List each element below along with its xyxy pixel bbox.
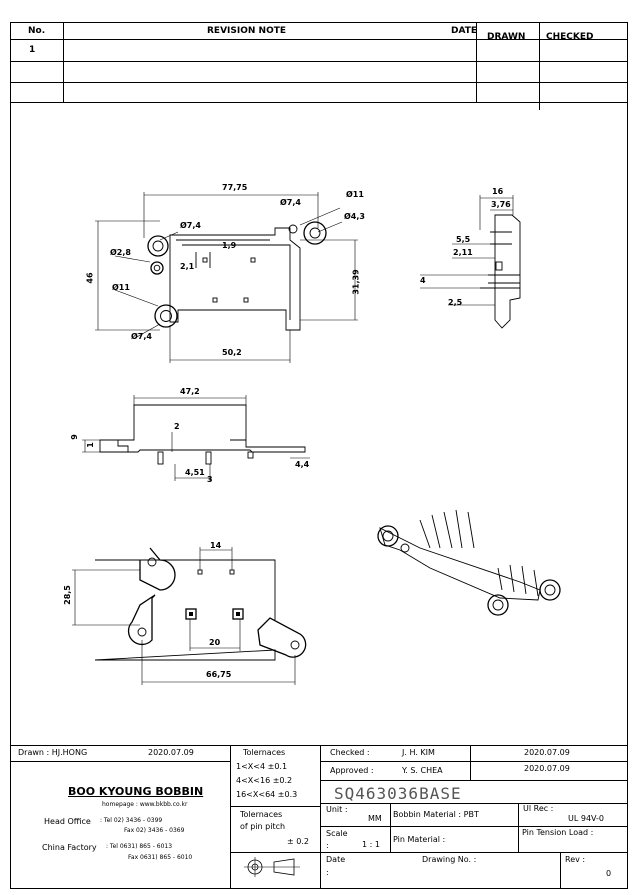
- drawn-date: 2020.07.09: [148, 748, 194, 757]
- date-colon: :: [326, 868, 329, 877]
- dim-top-bottom: 50,2: [222, 348, 242, 357]
- tolerance-1: 1<X<4 ±0.1: [236, 762, 288, 771]
- dim-side-a: 5,5: [456, 235, 471, 244]
- pin-material: Pin Material :: [393, 835, 446, 844]
- projection-symbol-icon: [244, 857, 300, 877]
- dim-side-b: 2,11: [453, 248, 473, 257]
- drawing-no-label: Drawing No. :: [422, 855, 477, 864]
- head-office-label: Head Office: [44, 817, 91, 826]
- front-view: [82, 395, 310, 481]
- tolerance-2: 4<X<16 ±0.2: [236, 776, 293, 785]
- bobbin-material: Bobbin Material : PBT: [393, 810, 479, 819]
- dim-front-pin: 4,51: [185, 468, 205, 477]
- drawn-by: Drawn : HJ.HONG: [18, 748, 88, 757]
- dim-top-inner: 31,39: [351, 269, 361, 295]
- dim-top-hole-74b: Ø7,4: [180, 221, 201, 230]
- side-view: [420, 195, 521, 329]
- pitch-tolerance-value: ± 0.2: [287, 837, 309, 846]
- ul-rec-label: Ul Rec :: [523, 804, 554, 813]
- tolerance-3: 16<X<64 ±0.3: [236, 790, 298, 799]
- pin-tension-load: Pin Tension Load :: [522, 828, 594, 837]
- dim-side-w2: 3,76: [491, 200, 511, 209]
- dim-top-hole-74c: Ø7,4: [131, 332, 152, 341]
- dim-front-h2: 1: [85, 442, 95, 448]
- dim-pcb-pad: 20: [209, 638, 221, 647]
- rev-header-date: DATE: [451, 26, 478, 36]
- dim-front-width: 47,2: [180, 387, 200, 396]
- dim-side-d: 2,5: [448, 298, 463, 307]
- isometric-view: [377, 509, 561, 616]
- head-office-fax: Fax 02) 3436 - 0369: [124, 827, 185, 834]
- china-factory-label: China Factory: [42, 843, 97, 852]
- company-homepage: homepage : www.bkbb.co.kr: [102, 801, 188, 808]
- dim-top-width: 77,75: [222, 183, 248, 192]
- dim-top-step: 1,9: [222, 241, 237, 250]
- rev-header-drawn: DRAWN: [487, 32, 526, 42]
- dim-front-t: 2: [174, 422, 180, 431]
- rev-header-checked: CHECKED: [546, 32, 594, 42]
- scale-value: 1 : 1: [362, 840, 380, 849]
- company-name: BOO KYOUNG BOBBIN: [68, 785, 204, 798]
- china-factory-fax: Fax 0631) 865 - 6010: [128, 854, 193, 861]
- dim-top-height: 46: [85, 272, 95, 284]
- pitch-tolerances-sub: of pin pitch: [240, 822, 286, 831]
- dim-pcb-total: 66,75: [206, 670, 232, 679]
- dim-pcb-pins: 14: [210, 541, 222, 550]
- approved-date: 2020.07.09: [524, 764, 570, 773]
- rev-header-note: REVISION NOTE: [207, 26, 287, 36]
- dim-top-hole-28: Ø2,8: [110, 248, 131, 257]
- scale-colon: :: [326, 841, 329, 850]
- rev-header-no: No.: [28, 26, 46, 36]
- pcb-layout-view: [72, 547, 307, 685]
- head-office-tel: : Tel 02) 3436 - 0399: [100, 817, 163, 824]
- dim-side-c: 4: [420, 276, 426, 285]
- ul-rec-value: UL 94V-0: [568, 814, 605, 823]
- dim-front-h: 9: [69, 434, 79, 440]
- checked-name: J. H. KIM: [402, 748, 435, 757]
- rev-value: 0: [606, 869, 612, 878]
- checked-label: Checked :: [330, 748, 370, 757]
- dim-top-step2: 2,1: [180, 262, 195, 271]
- china-factory-tel: : Tel 0631) 865 - 6013: [106, 843, 173, 850]
- dim-side-w: 16: [492, 187, 504, 196]
- dim-front-right: 4,4: [295, 460, 310, 469]
- rev-row-no: 1: [29, 45, 36, 55]
- checked-date: 2020.07.09: [524, 748, 570, 757]
- scale-label: Scale: [326, 829, 348, 838]
- unit-value: MM: [368, 814, 382, 823]
- drawing-frame: [10, 22, 628, 889]
- dim-top-hole-74: Ø7,4: [280, 198, 301, 207]
- dim-pcb-height: 28,5: [62, 585, 72, 605]
- tolerances-title: Tolernaces: [243, 748, 286, 757]
- approved-name: Y. S. CHEA: [402, 766, 443, 775]
- part-number: SQ463036BASE: [334, 784, 462, 803]
- unit-label: Unit :: [326, 805, 348, 814]
- top-view: [95, 192, 358, 363]
- dim-top-hole-43: Ø4,3: [344, 212, 365, 221]
- approved-label: Approved :: [330, 766, 374, 775]
- dim-top-hole-11: Ø11: [346, 190, 364, 199]
- pitch-tolerances-title: Tolernaces: [240, 810, 283, 819]
- dim-front-pin2: 3: [207, 475, 213, 484]
- rev-label: Rev :: [565, 855, 586, 864]
- dim-top-hole-11b: Ø11: [112, 283, 130, 292]
- date-label: Date: [326, 855, 346, 864]
